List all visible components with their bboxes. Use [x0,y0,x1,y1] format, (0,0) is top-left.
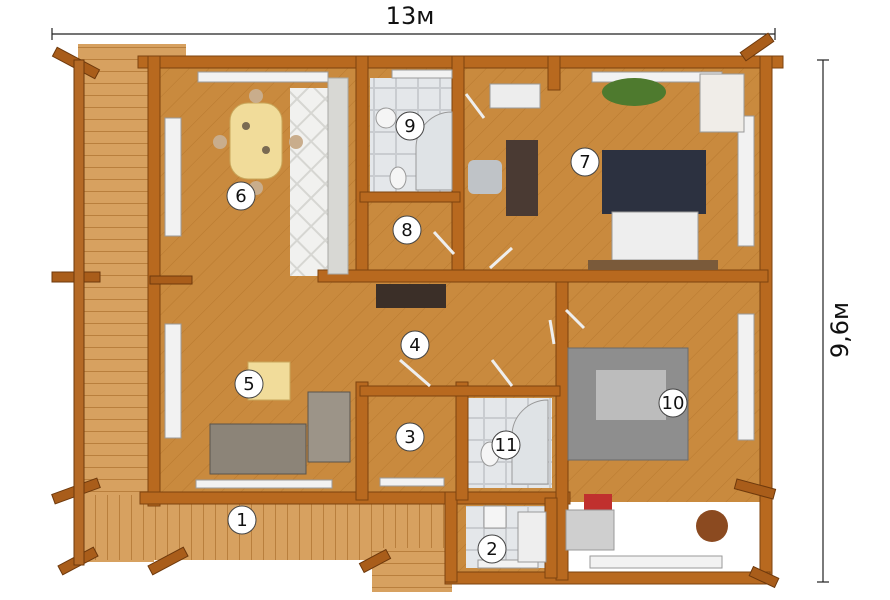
room-badge-circle [477,534,507,564]
wc-fixtures [375,107,453,191]
bed-room-10 [565,347,728,551]
room-number: 10 [662,393,685,414]
room-badge-10: 10 [658,388,688,418]
room-badge-circle [226,181,256,211]
dimension-height: 9,6м [817,59,854,583]
kitchen-counter [327,77,349,275]
room-badge-9: 9 [395,111,425,141]
room-number: 11 [495,435,518,456]
room-number: 6 [235,186,246,207]
room-badge-circle [400,330,430,360]
log-ends [51,32,780,589]
room-badge-circle [570,147,600,177]
room-badge-5: 5 [234,369,264,399]
room-badge-circle [395,422,425,452]
office-desk [468,73,745,216]
room-badge-circle [234,369,264,399]
room-badge-6: 6 [226,181,256,211]
room-badges: 1 2 3 4 5 6 7 8 9 10 11 [226,111,688,564]
walls [137,55,784,585]
room-badge-7: 7 [570,147,600,177]
windows [164,69,755,569]
room-badge-3: 3 [395,422,425,452]
room-badge-circle [227,505,257,535]
room-badge-8: 8 [392,215,422,245]
room-badge-1: 1 [227,505,257,535]
height-label: 9,6м [826,302,854,358]
doors [399,93,586,388]
width-label: 13м [386,2,435,30]
room-number: 4 [409,335,420,356]
room-badge-circle [395,111,425,141]
room-number: 3 [404,427,415,448]
room-badge-11: 11 [491,430,521,460]
room-badge-4: 4 [400,330,430,360]
room-number: 2 [486,539,497,560]
bed-room-7 [588,150,718,270]
room-number: 1 [236,510,247,531]
room-badge-circle [658,388,688,418]
room-number: 9 [404,116,415,137]
dimension-width: 13м [51,2,776,40]
room-badge-circle [491,430,521,460]
room-number: 8 [401,220,412,241]
dining-table [213,89,303,195]
room-number: 7 [579,152,590,173]
room-number: 5 [243,374,254,395]
laundry-fixtures [483,505,547,563]
hearth [376,284,446,308]
room-badge-2: 2 [477,534,507,564]
room-badge-circle [392,215,422,245]
